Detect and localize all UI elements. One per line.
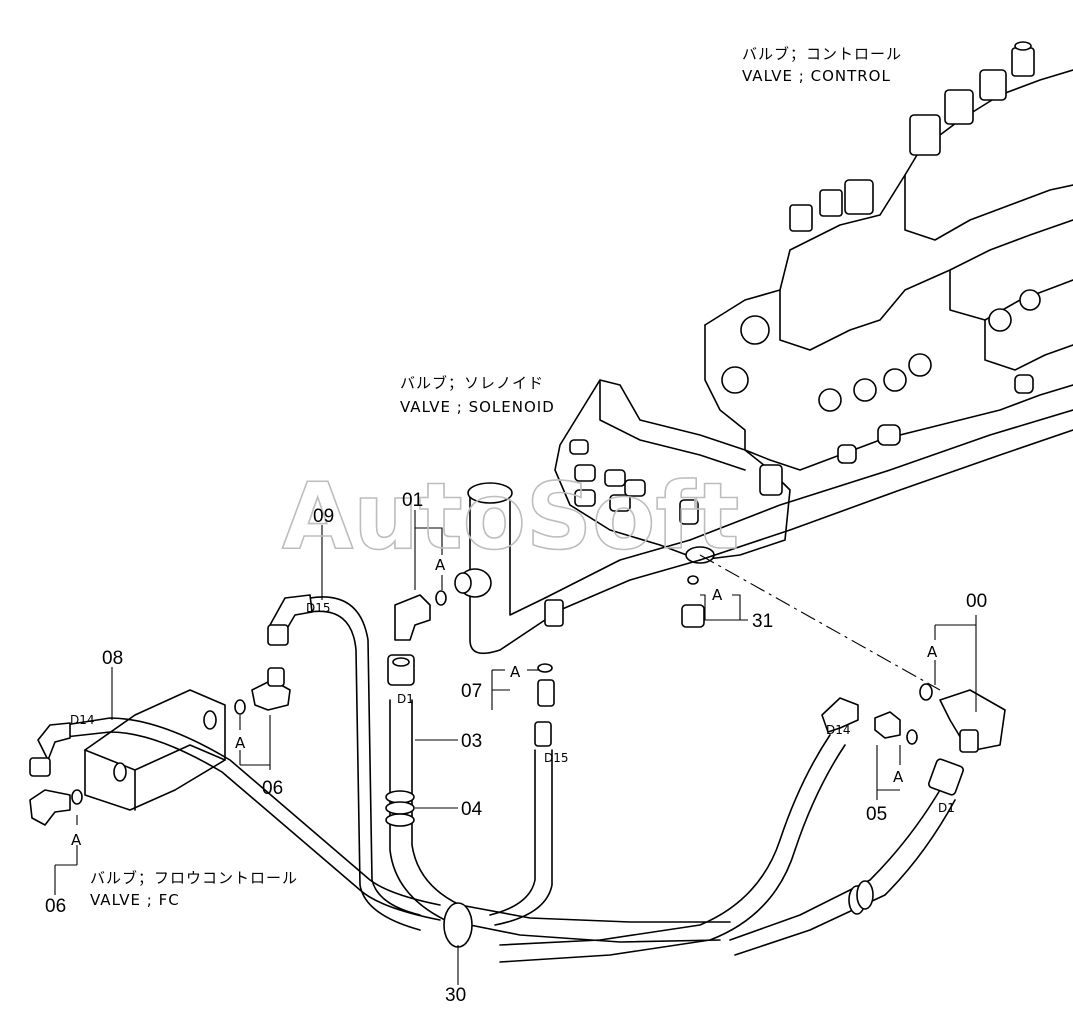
solenoid-valve-caption-en: VALVE ; SOLENOID xyxy=(400,398,555,416)
part-number-04: 04 xyxy=(461,799,483,820)
part-number-01: 01 xyxy=(402,490,423,511)
control-valve-caption-jp: バルブ；コントロール xyxy=(742,45,902,63)
pipe-elbow-drawing xyxy=(454,482,701,655)
detail-mark-a-07: A xyxy=(510,663,521,681)
detail-mark-a-06-lower: A xyxy=(71,831,82,849)
detail-mark-a-06-upper: A xyxy=(235,734,246,752)
part-number-30: 30 xyxy=(445,985,466,1006)
hose-mark-d1-right: D1 xyxy=(938,801,955,815)
pipe-line-2 xyxy=(689,409,1073,541)
part-number-07: 07 xyxy=(461,681,482,702)
solenoid-valve-caption-jp: バルブ；ソレノイド xyxy=(400,374,544,392)
detail-mark-a-01: A xyxy=(435,556,446,574)
control-valve-caption-en: VALVE ; CONTROL xyxy=(742,67,891,85)
fittings xyxy=(29,575,1006,826)
part-number-03: 03 xyxy=(461,731,482,752)
part-number-09: 09 xyxy=(313,506,334,527)
detail-mark-a-05: A xyxy=(893,768,904,786)
fc-valve-caption-jp: バルブ；フロウコントロール xyxy=(90,869,298,887)
fc-valve-drawing xyxy=(84,689,226,811)
hose-mark-d14-right: D14 xyxy=(826,723,851,737)
hose-mark-d14-left: D14 xyxy=(70,713,95,727)
hose-mark-d15-top: D15 xyxy=(306,601,331,615)
part-number-00: 00 xyxy=(966,591,987,612)
hose-mark-d1-mid: D1 xyxy=(397,692,414,706)
hoses xyxy=(64,596,956,963)
fc-valve-caption-en: VALVE ; FC xyxy=(90,891,180,909)
hose-mark-d15-right: D15 xyxy=(544,751,569,765)
detail-mark-a-31: A xyxy=(712,586,723,604)
part-number-05: 05 xyxy=(866,804,887,825)
center-line xyxy=(699,554,941,691)
part-number-06-upper: 06 xyxy=(262,778,283,799)
watermark: AutoSoft xyxy=(282,463,739,570)
part-number-08: 08 xyxy=(102,648,123,669)
part-number-06-lower: 06 xyxy=(45,896,66,917)
leader-lines xyxy=(54,510,977,985)
detail-mark-a-00: A xyxy=(927,643,938,661)
control-valve-drawing xyxy=(704,41,1073,471)
pipe-line xyxy=(699,429,1073,561)
part-number-31: 31 xyxy=(752,611,773,632)
